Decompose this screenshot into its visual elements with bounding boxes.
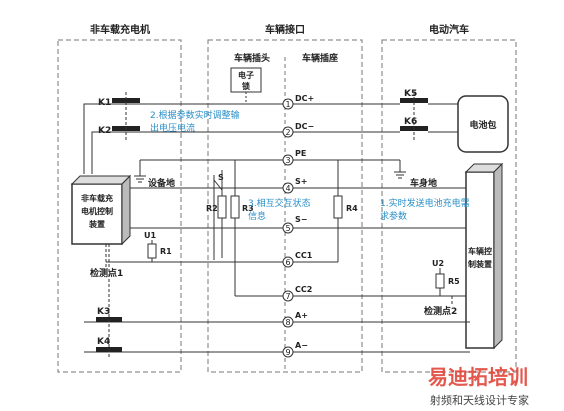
pin-5: 5 S− (282, 215, 307, 234)
r3-resistor (230, 195, 240, 219)
pin-4: 4 S+ (282, 177, 307, 194)
k5-label: K5 (404, 89, 417, 99)
s-switch-blade (213, 179, 223, 191)
socket-label: 车辆插座 (302, 52, 338, 64)
pin-9: 9 A− (282, 341, 308, 358)
pin-2: 2 DC− (282, 122, 314, 138)
checkpoint1-label: 检测点1 (90, 267, 123, 279)
ev-panel (381, 39, 517, 373)
charger-controller-label-1: 非车载充 (81, 193, 113, 203)
interface-panel (207, 39, 363, 373)
dc-minus-line-left (91, 131, 283, 174)
pin-4-label: S+ (295, 177, 307, 186)
vehicle-controller-label-1: 车辆控 (468, 246, 492, 256)
pin-2-label: DC− (295, 122, 314, 131)
battery-pack (457, 95, 509, 153)
annotation-3-line-2: 信息 (248, 210, 266, 222)
k2-label: K2 (98, 126, 111, 136)
pin-2-number: 2 (285, 128, 290, 137)
annotation-2-line-1: 2.根据参数实时调整输 (150, 109, 240, 121)
pin-8-number: 8 (285, 318, 290, 327)
s-switch-label: S (218, 173, 224, 182)
vehicle-controller-side (493, 162, 503, 350)
r5-label: R5 (448, 277, 460, 286)
pin-7-label: CC2 (295, 285, 312, 294)
pin-7: 7 CC2 (282, 285, 312, 302)
dc-plus-line-left (83, 103, 283, 174)
annotation-1-line-2: 求参数 (380, 210, 407, 222)
pin-3: 3 PE (282, 149, 306, 166)
pin-1-number: 1 (285, 100, 290, 109)
r4-resistor (333, 195, 343, 219)
r2-label: R2 (206, 204, 218, 213)
charger-controller-box (71, 183, 123, 245)
pin-8-label: A+ (295, 311, 308, 320)
checkpoint2-label: 检测点2 (424, 305, 457, 317)
battery-label: 电池包 (469, 119, 496, 131)
r3-label: R3 (242, 204, 254, 213)
pin-9-number: 9 (285, 348, 290, 357)
pin-4-number: 4 (285, 184, 290, 193)
k3-label: K3 (97, 307, 110, 317)
annotation-2-line-2: 出电压电流 (150, 122, 195, 134)
annotation-1-line-1: 1.实时发送电池充电需 (380, 197, 470, 209)
pin-3-number: 3 (285, 156, 290, 165)
charger-controller-side (121, 174, 131, 246)
u2-label: U2 (432, 259, 444, 268)
r5-resistor (435, 273, 445, 289)
pin-8: 8 A+ (282, 311, 308, 328)
r1-label: R1 (160, 247, 172, 256)
charger-controller-label-3: 装置 (88, 219, 105, 229)
electronic-lock-label-1: 电子 (238, 70, 254, 80)
pin-9-label: A− (295, 341, 308, 350)
k4-label: K4 (97, 337, 110, 347)
k6-label: K6 (404, 117, 417, 127)
vehicle-controller-label-2: 制装置 (468, 259, 492, 269)
watermark-slogan: 射频和天线设计专家 (430, 393, 529, 407)
device-ground-label: 设备地 (148, 177, 175, 189)
pin-7-number: 7 (285, 292, 290, 301)
pin-3-label: PE (295, 149, 306, 158)
pin-6: 6 CC1 (282, 251, 313, 268)
k1-contactor (112, 98, 140, 103)
vehicle-ground-label: 车身地 (410, 177, 437, 189)
pin-5-label: S− (295, 215, 307, 224)
r1-resistor (147, 243, 157, 259)
r2-resistor (217, 195, 227, 219)
u1-label: U1 (144, 231, 156, 240)
vehicle-controller-box (465, 171, 495, 349)
k5-contactor (400, 98, 428, 103)
pin-5-number: 5 (285, 224, 290, 233)
pin-6-label: CC1 (295, 251, 313, 260)
pin-1-label: DC+ (295, 94, 314, 103)
k1-label: K1 (98, 98, 111, 108)
charger-controller-top (70, 175, 132, 185)
electronic-lock-box (230, 67, 262, 93)
device-ground-icon (134, 175, 146, 183)
plug-label: 车辆插头 (234, 52, 270, 64)
pin-1: 1 DC+ (282, 94, 314, 110)
ev-title: 电动汽车 (429, 23, 469, 36)
interface-title: 车辆接口 (265, 23, 305, 36)
r4-label: R4 (346, 204, 358, 213)
vehicle-ground-icon (394, 171, 406, 179)
charger-title: 非车载充电机 (90, 23, 150, 36)
pin-6-number: 6 (285, 258, 290, 267)
charger-panel (57, 39, 182, 373)
annotation-3-line-1: 3.相互交互状态 (248, 197, 311, 209)
charger-controller-label-2: 电机控制 (81, 206, 113, 216)
watermark-brand: 易迪拓培训 (428, 365, 528, 389)
electronic-lock-label-2: 锁 (242, 81, 250, 91)
